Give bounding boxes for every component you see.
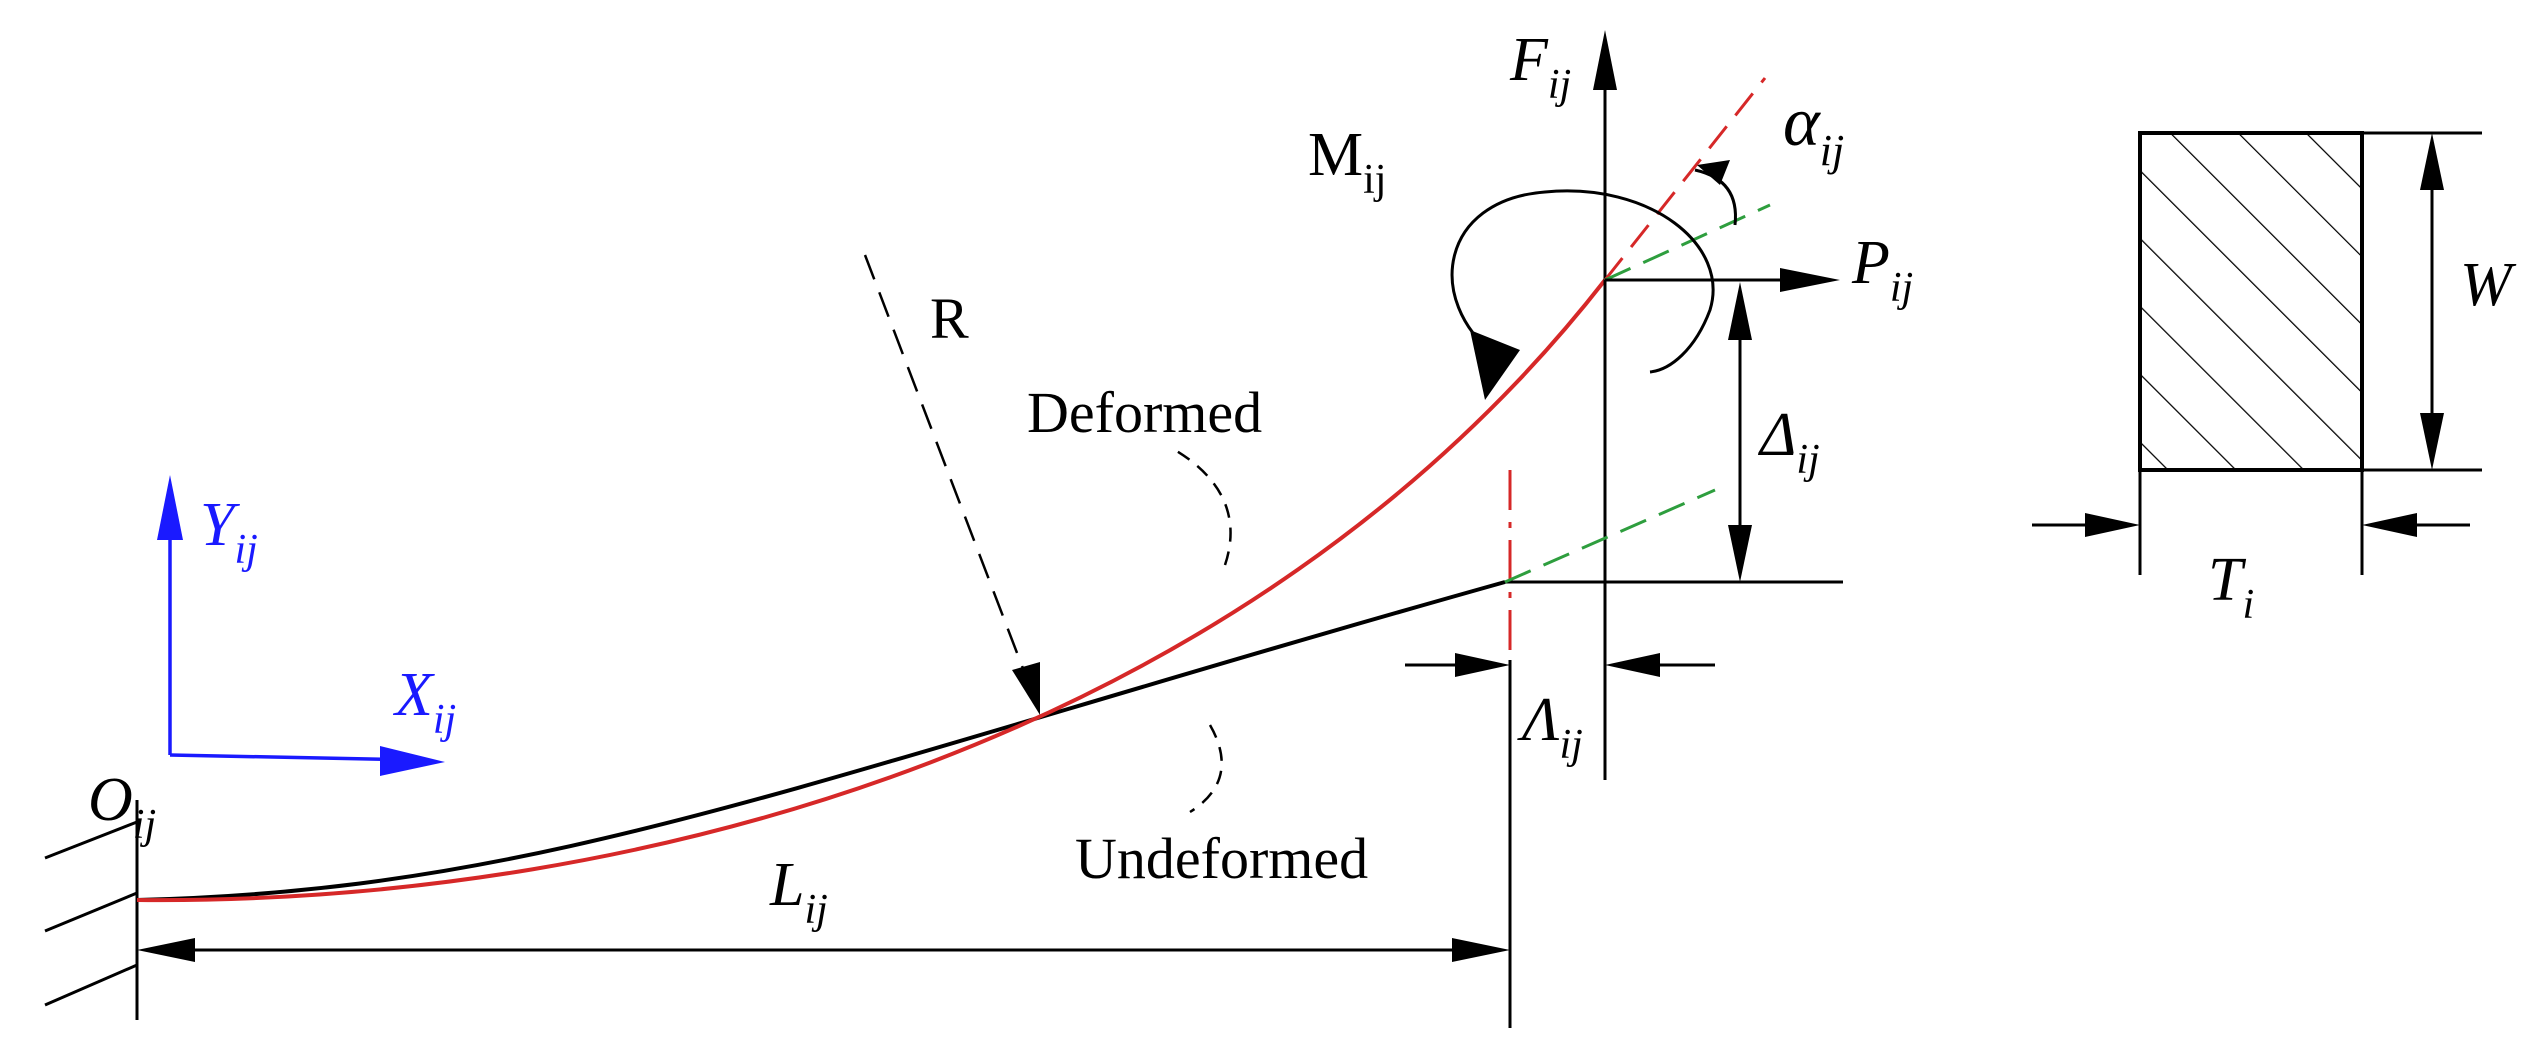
label-force-f: Fij (1509, 26, 1571, 108)
undeformed-curve (136, 580, 1506, 902)
label-axis-x: Xij (392, 661, 456, 743)
label-radius: R (930, 286, 969, 351)
label-undeformed: Undeformed (1075, 826, 1368, 891)
label-length: Lij (769, 851, 828, 933)
label-force-p: Pij (1851, 229, 1913, 311)
tangent-undeformed (1504, 488, 1716, 584)
moment-arrowhead (1470, 330, 1520, 400)
label-deflection-horizontal: Λij (1517, 686, 1583, 768)
label-angle: αij (1783, 84, 1844, 175)
angle-arc (1694, 168, 1737, 226)
cross-section (2032, 131, 2482, 575)
x-axis-arrowhead (380, 746, 445, 776)
label-origin: Oij (88, 766, 156, 848)
label-thickness: Ti (2208, 546, 2254, 628)
deformed-curve (136, 278, 1607, 903)
moment-arc (1450, 189, 1715, 374)
label-deformed: Deformed (1027, 380, 1262, 445)
coordinate-axes (157, 475, 445, 776)
radius-arrowhead (1012, 662, 1040, 715)
label-axis-y: Yij (200, 491, 258, 573)
label-width: W (2460, 251, 2517, 319)
undeformed-leader (1189, 724, 1223, 814)
deformed-leader (1174, 448, 1232, 566)
tangent-at-tip (1604, 203, 1771, 282)
deformed-tangent (1603, 77, 1767, 281)
force-f-arrowhead (1593, 30, 1617, 90)
label-deflection-vertical: Δij (1757, 401, 1820, 483)
fixed-support (44, 800, 139, 1020)
label-moment: Mij (1308, 121, 1386, 203)
y-axis-arrowhead (157, 475, 183, 540)
